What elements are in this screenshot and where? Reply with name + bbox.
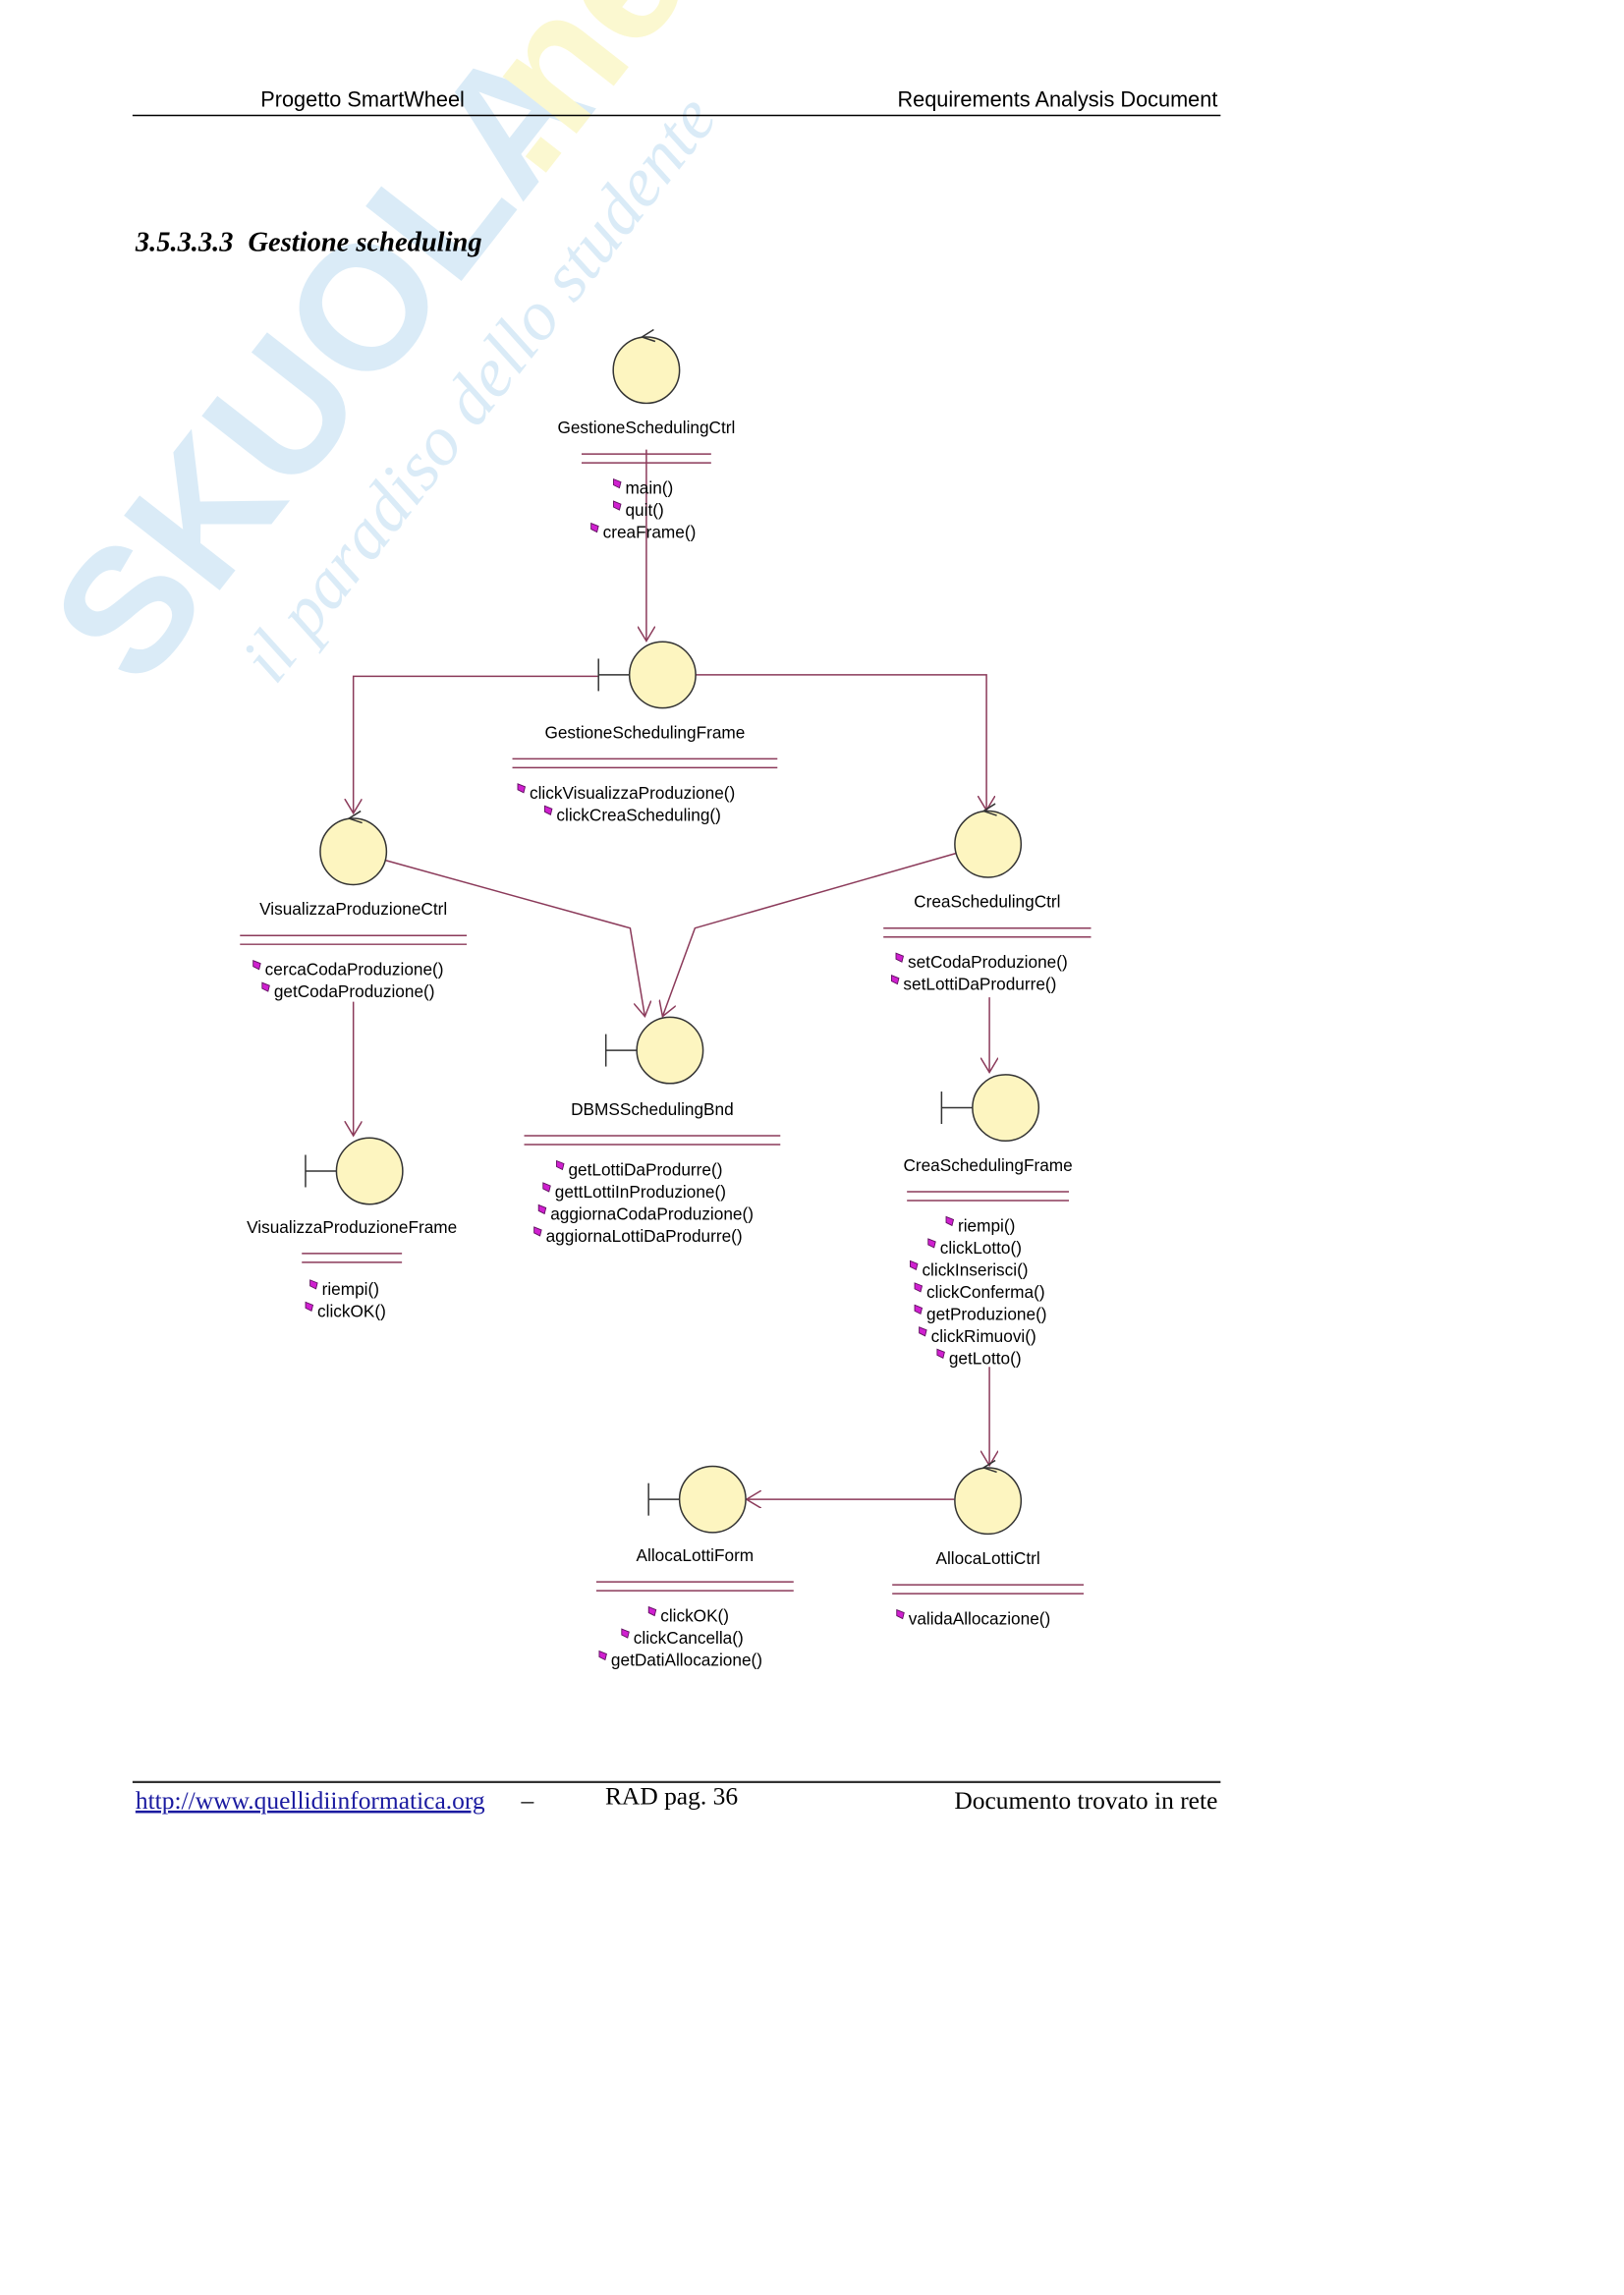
- method-item: clickLotto(): [940, 1238, 1022, 1258]
- class-alf[interactable]: AllocaLottiForm clickOK()clickCancella() g…: [595, 1465, 794, 1670]
- method-item: getCodaProduzione(): [274, 981, 435, 1001]
- class-name: AllocaLottiForm: [637, 1545, 755, 1565]
- footer-right: Documento trovato in rete: [954, 1786, 1217, 1815]
- class-gsc[interactable]: GestioneSchedulingCtrl main()quit() creaFr…: [557, 328, 735, 542]
- method-icon: [927, 1238, 936, 1249]
- method-icon: [896, 1608, 905, 1620]
- class-name: DBMSSchedulingBnd: [571, 1099, 734, 1119]
- method-item: setCodaProduzione(): [908, 952, 1068, 972]
- method-item: getLottiDaProdurre(): [568, 1159, 722, 1179]
- method-icon: [919, 1326, 927, 1337]
- method-item: cercaCodaProduzione(): [265, 960, 444, 980]
- class-name: GestioneSchedulingFrame: [544, 722, 745, 742]
- association-gsf-csc: [695, 674, 986, 811]
- method-item: clickCancella(): [634, 1628, 744, 1648]
- method-icon: [895, 952, 905, 963]
- association-vpc-dbms: [385, 860, 645, 1017]
- method-icon: [537, 1203, 547, 1215]
- class-alc[interactable]: AllocaLottiCtrl validaAllocazione(): [892, 1459, 1084, 1629]
- method-icon: [914, 1304, 924, 1315]
- footer-link[interactable]: http://www.quellidiinformatica.org: [136, 1786, 485, 1815]
- method-item: aggiornaLottiDaProdurre(): [546, 1226, 743, 1246]
- boundary-icon: [636, 1016, 704, 1085]
- class-name: CreaSchedulingFrame: [903, 1155, 1072, 1175]
- method-icon: [533, 1226, 542, 1237]
- method-item: clickOK(): [660, 1606, 729, 1626]
- header-right: Requirements Analysis Document: [897, 86, 1217, 111]
- method-icon: [945, 1215, 955, 1227]
- class-name: VisualizzaProduzioneCtrl: [259, 899, 447, 919]
- method-item: clickCreaScheduling(): [556, 805, 720, 824]
- footer-page: RAD pag. 36: [605, 1781, 738, 1810]
- method-icon: [613, 477, 622, 489]
- control-arrow-icon: [347, 810, 363, 824]
- method-icon: [556, 1159, 565, 1171]
- method-icon: [542, 1182, 551, 1193]
- boundary-icon: [678, 1465, 747, 1534]
- class-dbms[interactable]: DBMSSchedulingBnd getLottiDaProdurre() get…: [524, 1016, 781, 1246]
- boundary-icon: [628, 641, 697, 709]
- class-name: CreaSchedulingCtrl: [914, 892, 1060, 912]
- diagram-edges: [354, 449, 989, 1500]
- method-item: quit(): [625, 500, 663, 520]
- class-name: AllocaLottiCtrl: [935, 1548, 1039, 1568]
- method-icon: [598, 1650, 607, 1661]
- section-title: Gestione scheduling: [249, 227, 482, 257]
- class-vpc[interactable]: VisualizzaProduzioneCtrl cercaCodaProduzi…: [240, 810, 468, 1002]
- method-icon: [890, 974, 900, 985]
- method-item: clickOK(): [317, 1301, 386, 1320]
- method-icon: [910, 1259, 919, 1271]
- association-csc-dbms: [662, 852, 958, 1016]
- control-arrow-icon: [981, 803, 997, 816]
- control-arrow-icon: [981, 1459, 997, 1474]
- control-arrow-icon: [640, 328, 656, 343]
- method-icon: [914, 1282, 924, 1293]
- method-item: getLotto(): [949, 1348, 1022, 1368]
- method-icon: [936, 1348, 945, 1359]
- section-heading: 3.5.3.3.3 Gestione scheduling: [135, 227, 482, 257]
- method-item: validaAllocazione(): [909, 1609, 1051, 1629]
- method-icon: [261, 981, 270, 992]
- method-item: getProduzione(): [926, 1304, 1047, 1323]
- footer-separator: –: [521, 1786, 534, 1815]
- method-item: clickConferma(): [926, 1282, 1045, 1302]
- method-item: clickInserisci(): [922, 1259, 1028, 1279]
- method-icon: [590, 522, 599, 533]
- section-number: 3.5.3.3.3: [135, 227, 234, 257]
- class-name: GestioneSchedulingCtrl: [557, 418, 735, 437]
- method-item: aggiornaCodaProduzione(): [550, 1203, 754, 1223]
- method-item: main(): [625, 478, 673, 498]
- class-name: VisualizzaProduzioneFrame: [247, 1217, 457, 1237]
- boundary-icon: [335, 1137, 404, 1205]
- method-item: clickVisualizzaProduzione(): [530, 783, 735, 803]
- method-item: gettLottiInProduzione(): [555, 1182, 726, 1202]
- method-item: setLottiDaProdurre(): [903, 975, 1056, 994]
- header-left: Progetto SmartWheel: [260, 86, 465, 111]
- class-csf[interactable]: CreaSchedulingFrameriempi()clickLotto()c…: [903, 1074, 1073, 1368]
- class-vpf[interactable]: VisualizzaProduzioneFrame riempi() clickOK…: [247, 1137, 457, 1320]
- method-icon: [252, 960, 261, 971]
- association-gsf-vpc: [354, 675, 598, 812]
- method-icon: [647, 1605, 657, 1617]
- control-icon: [319, 817, 388, 886]
- method-icon: [613, 500, 622, 511]
- control-icon: [954, 810, 1023, 878]
- control-icon: [612, 336, 681, 405]
- control-icon: [954, 1467, 1023, 1536]
- method-icon: [305, 1301, 314, 1313]
- method-item: clickRimuovi(): [931, 1326, 1036, 1346]
- method-icon: [543, 805, 553, 815]
- method-icon: [309, 1279, 318, 1290]
- diagram-nodes: GestioneSchedulingCtrl main()quit() creaFr…: [240, 328, 1092, 1670]
- method-item: riempi(): [322, 1279, 379, 1299]
- boundary-icon: [972, 1074, 1040, 1143]
- method-icon: [517, 783, 527, 794]
- method-icon: [621, 1628, 630, 1639]
- method-item: getDatiAllocazione(): [611, 1651, 762, 1670]
- method-item: riempi(): [958, 1215, 1015, 1235]
- class-gsf[interactable]: GestioneSchedulingFrame clickVisualizzaPr…: [512, 641, 778, 824]
- method-item: creaFrame(): [603, 523, 697, 542]
- class-csc[interactable]: CreaSchedulingCtrl setCodaProduzione() set…: [883, 803, 1092, 994]
